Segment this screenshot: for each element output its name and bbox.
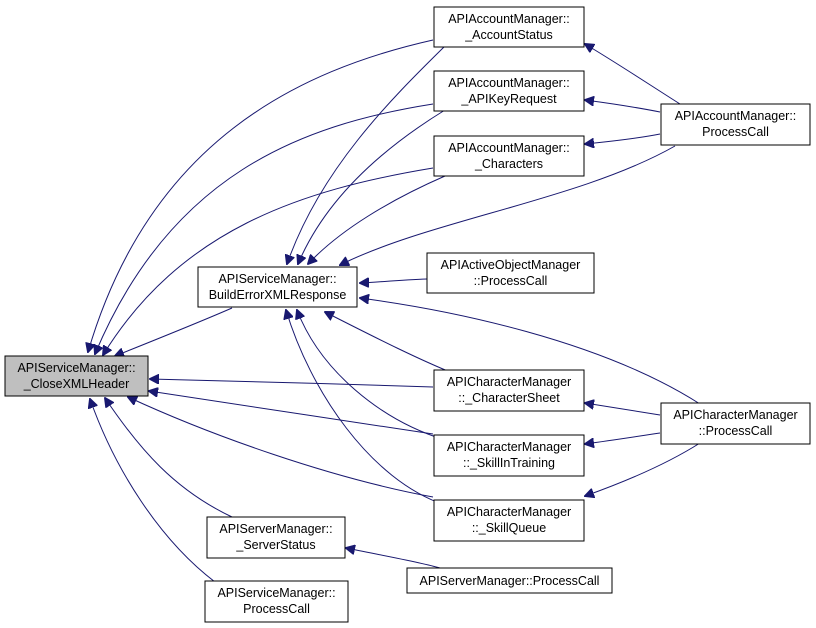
edge-account-process-to-characters <box>585 133 661 144</box>
node-character-sheet[interactable]: APICharacterManager ::_CharacterSheet <box>433 369 585 412</box>
node-server-process-line1: APIServerManager::ProcessCall <box>420 574 600 588</box>
node-account-process-line1: APIAccountManager:: <box>675 109 797 123</box>
node-characters[interactable]: APIAccountManager:: _Characters <box>433 135 585 177</box>
edges-to-close-xml-header <box>88 39 434 583</box>
edge-account-process-to-account-status <box>585 44 681 105</box>
edge-server-status-to-close-xml-header <box>105 398 233 518</box>
edge-skill-queue-to-close-xml-header <box>128 397 434 498</box>
node-close-xml-header[interactable]: APIServiceManager:: _CloseXMLHeader <box>4 355 149 397</box>
node-api-key-request-line1: APIAccountManager:: <box>448 76 570 90</box>
edge-account-status-to-close-xml-header <box>88 39 434 352</box>
node-character-sheet-line1: APICharacterManager <box>447 375 571 389</box>
node-skill-queue[interactable]: APICharacterManager ::_SkillQueue <box>433 499 585 542</box>
node-build-error-xml-line1: APIServiceManager:: <box>218 272 336 286</box>
node-skill-in-training[interactable]: APICharacterManager ::_SkillInTraining <box>433 434 585 477</box>
node-server-status-line2: _ServerStatus <box>235 538 315 552</box>
edges-to-build-error-xml <box>286 45 701 506</box>
edges-from-process-calls <box>346 44 701 569</box>
node-account-status-line1: APIAccountManager:: <box>448 12 570 26</box>
node-active-object-process[interactable]: APIActiveObjectManager ::ProcessCall <box>426 252 595 294</box>
edge-account-status-to-build-error <box>287 45 446 264</box>
edge-skill-queue-to-build-error <box>286 310 446 506</box>
node-skill-in-training-line2: ::_SkillInTraining <box>463 456 555 470</box>
node-active-object-process-line2: ::ProcessCall <box>474 274 548 288</box>
edge-service-process-to-close-xml-header <box>90 399 216 583</box>
edge-build-error-to-close-xml-header <box>115 307 233 356</box>
edge-character-process-to-build-error <box>360 298 701 405</box>
node-build-error-xml-line2: BuildErrorXMLResponse <box>209 288 347 302</box>
edge-skill-in-training-to-close-xml-header <box>149 391 434 435</box>
node-character-process[interactable]: APICharacterManager ::ProcessCall <box>660 402 811 445</box>
edge-skill-in-training-to-build-error <box>297 310 446 441</box>
node-account-process[interactable]: APIAccountManager:: ProcessCall <box>660 103 811 146</box>
edge-active-object-to-build-error <box>360 279 428 283</box>
edge-account-process-to-build-error <box>340 145 676 265</box>
edge-character-sheet-to-build-error <box>325 312 456 375</box>
node-character-process-line2: ::ProcessCall <box>699 424 773 438</box>
node-close-xml-header-line1: APIServiceManager:: <box>17 361 135 375</box>
node-service-process[interactable]: APIServiceManager:: ProcessCall <box>204 580 349 623</box>
node-characters-line1: APIAccountManager:: <box>448 141 570 155</box>
edge-character-process-to-skill-queue <box>585 442 701 496</box>
edge-characters-to-build-error <box>308 175 446 264</box>
node-service-process-line1: APIServiceManager:: <box>217 586 335 600</box>
node-server-process[interactable]: APIServerManager::ProcessCall <box>406 567 613 594</box>
edge-character-process-to-character-sheet <box>585 403 661 416</box>
node-skill-queue-line2: ::_SkillQueue <box>472 521 546 535</box>
node-server-status-line1: APIServerManager:: <box>219 522 332 536</box>
edge-account-process-to-api-key-request <box>585 100 661 113</box>
node-skill-queue-line1: APICharacterManager <box>447 505 571 519</box>
edge-character-process-to-skill-in-training <box>585 432 661 444</box>
node-account-status-line2: _AccountStatus <box>464 28 553 42</box>
node-build-error-xml[interactable]: APIServiceManager:: BuildErrorXMLRespons… <box>197 266 358 308</box>
node-active-object-process-line1: APIActiveObjectManager <box>441 258 581 272</box>
edge-server-process-to-server-status <box>346 548 441 569</box>
node-account-process-line2: ProcessCall <box>702 125 769 139</box>
edge-character-sheet-to-close-xml-header <box>150 379 434 388</box>
node-api-key-request-line2: _APIKeyRequest <box>460 92 557 106</box>
node-characters-line2: _Characters <box>474 157 543 171</box>
node-server-status[interactable]: APIServerManager:: _ServerStatus <box>206 516 346 559</box>
node-account-status[interactable]: APIAccountManager:: _AccountStatus <box>433 6 585 48</box>
node-character-sheet-line2: ::_CharacterSheet <box>458 391 560 405</box>
node-character-process-line1: APICharacterManager <box>673 408 797 422</box>
edge-api-key-request-to-close-xml-header <box>95 103 434 354</box>
node-close-xml-header-line2: _CloseXMLHeader <box>23 377 130 391</box>
node-api-key-request[interactable]: APIAccountManager:: _APIKeyRequest <box>433 70 585 112</box>
edge-characters-to-close-xml-header <box>103 167 434 355</box>
node-service-process-line2: ProcessCall <box>243 602 310 616</box>
node-skill-in-training-line1: APICharacterManager <box>447 440 571 454</box>
edge-api-key-request-to-build-error <box>298 109 446 264</box>
